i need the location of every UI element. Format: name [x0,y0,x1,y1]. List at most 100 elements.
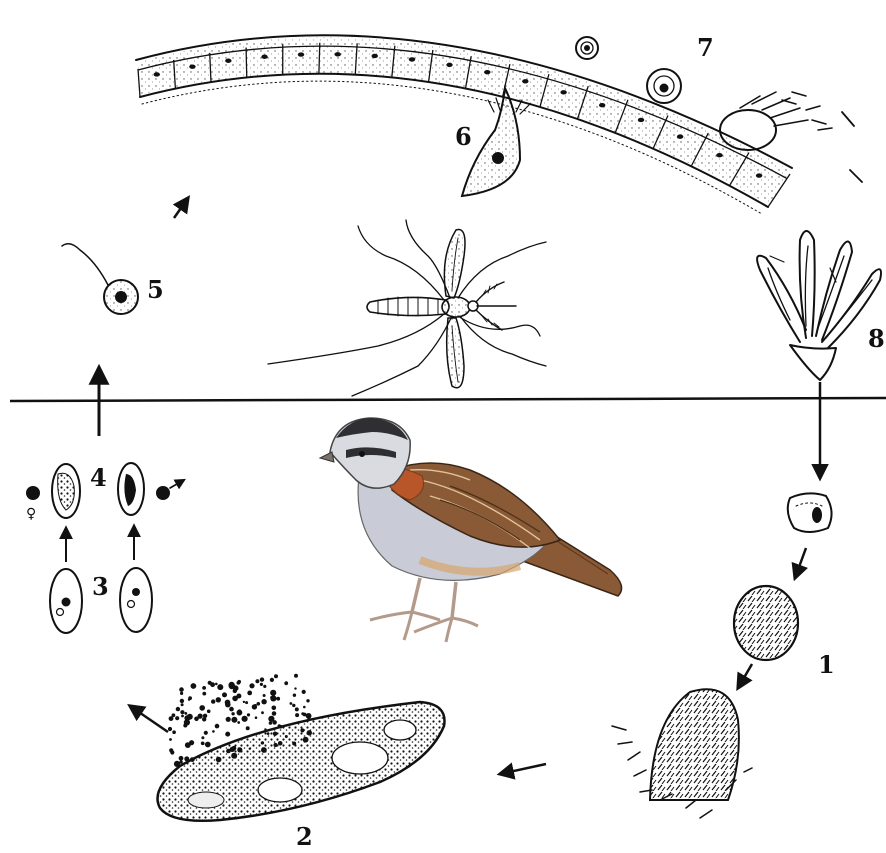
tissue-cell-stage-2 [158,674,445,821]
merozoite [179,687,184,692]
merozoite [229,707,234,712]
merozoite [190,757,195,762]
bird-icon [320,418,622,642]
cell-nucleus [298,52,304,56]
merozoite [301,712,304,715]
merozoite [168,727,172,731]
merozoite [208,681,212,685]
merozoite [270,690,276,696]
merozoite [261,699,266,704]
stage-label-6: 6 [455,122,472,151]
cell-nucleus [677,134,683,138]
merozoite [303,706,306,709]
stage-label-5: 5 [147,275,164,304]
merozoite [249,683,254,688]
merozoite [205,742,211,748]
stage-label-1: 1 [818,650,835,679]
merozoite [270,678,274,682]
merozoite [184,756,189,761]
merozoite [247,691,252,696]
cell-nucleus [225,59,231,63]
merozoite [231,717,237,723]
merozoite [292,742,296,746]
cell-wall [319,43,320,74]
merozoite [294,674,298,678]
merozoite [184,712,187,715]
merozoite [307,716,310,719]
merozoite [249,748,251,750]
merozoite [270,696,273,699]
merozoite [242,716,248,722]
merozoite [188,696,192,700]
merozoite [217,684,223,690]
merozoite [169,738,172,741]
merozoite [187,714,193,720]
merozoite [215,683,218,686]
merozoite [247,713,250,716]
merozoite [261,741,264,744]
merozoite [276,697,280,701]
merozoite [245,701,248,704]
merozoite [185,742,191,748]
merozoite [211,699,215,703]
merozoite [290,702,293,705]
female-gamete-symbol: ♀ [26,486,40,522]
arrow-5-to-6 [174,198,188,218]
merozoite [215,724,220,729]
merozoite [303,737,309,743]
stage-label-7: 7 [697,33,714,62]
cell-wall [246,48,247,78]
merozoite [273,732,277,736]
merozoite [170,750,174,754]
merozoite [292,704,295,707]
arrow-1a-to-1b [795,548,806,578]
merozoite [268,716,274,722]
merozoite [255,716,258,719]
merozoite [233,689,237,693]
merozoite [169,716,174,721]
merozoite [179,756,184,761]
merozoite [202,692,206,696]
merozoite [263,694,266,697]
merozoite [231,712,234,715]
cell-nucleus [446,63,452,67]
merozoite [294,687,296,689]
merozoite [222,692,227,697]
merozoite [207,710,211,714]
cell-nucleus [261,55,267,59]
merozoite [295,707,299,711]
cell-nucleus [409,57,415,61]
merozoite [263,685,266,688]
merozoite [285,735,288,738]
merozoite [179,760,182,763]
stage-label-2: 2 [296,822,313,851]
merozoite [254,704,257,707]
merozoite [306,699,309,702]
merozoite [246,726,250,730]
merozoite [180,692,183,695]
salivary-glands-stage-8 [757,231,881,380]
merozoite [300,728,304,732]
merozoite [180,710,184,714]
male-gamete-symbol [156,480,184,500]
cell-nucleus [638,118,644,122]
merozoite [243,701,245,703]
merozoite [225,702,231,708]
merozoite [201,736,204,739]
merozoite [202,686,206,690]
merozoite [203,714,207,718]
merozoite [302,690,306,694]
arrow-1-to-2 [500,764,546,774]
gamete-stage-5 [62,244,138,314]
divider-line [10,398,886,401]
stage-label-3: 3 [92,572,109,601]
merozoite [237,721,240,724]
merozoite [174,761,180,767]
arrow-merozoite-release [130,706,168,732]
merozoite [293,694,296,697]
stage-label-4: 4 [90,463,107,492]
merozoite [181,715,184,718]
merozoite [260,683,263,686]
merozoite [264,728,266,730]
